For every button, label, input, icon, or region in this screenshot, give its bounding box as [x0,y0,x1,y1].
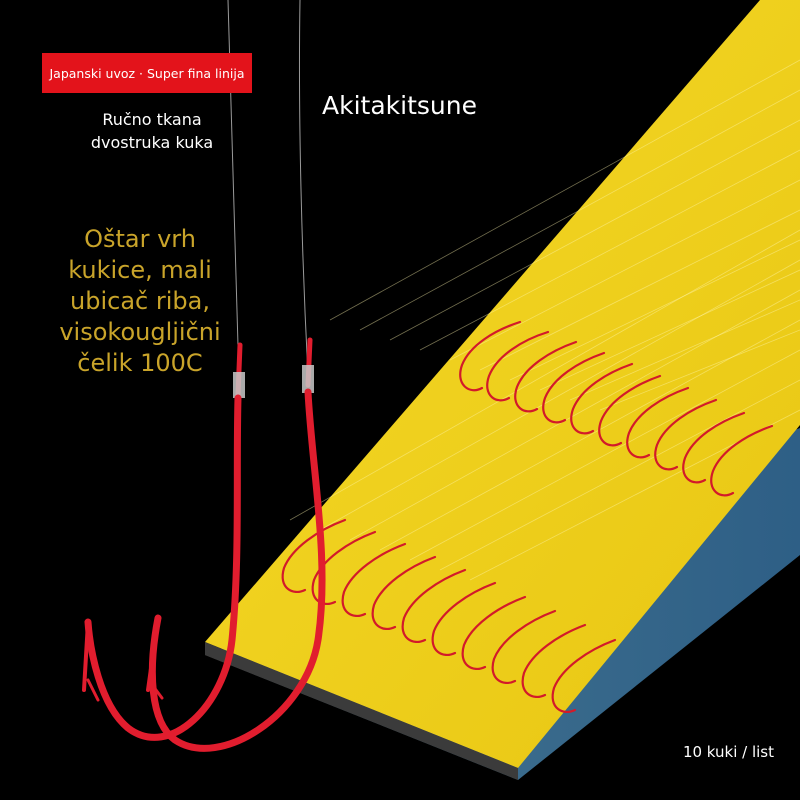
fishing-hook-icon [542,351,606,424]
feature-line: kukice, mali [68,256,212,284]
fishing-hook-icon [281,518,347,594]
fishing-hook-icon [598,374,662,447]
fishing-hook-icon [682,411,746,484]
fishing-hook-icon [401,568,467,644]
subtitle-line: dvostruka kuka [90,133,214,152]
fishing-hook-icon [654,398,718,471]
import-badge: Japanski uvoz · Super fina linija [42,53,252,93]
feature-text: Oštar vrh kukice, mali ubicač riba, viso… [40,224,240,379]
fishing-hook-icon [146,337,326,752]
hook-count: 10 kuki / list [682,743,774,761]
feature-line: visokougljični [59,318,221,346]
hook-row-upper [459,320,774,497]
fishing-hook-icon [491,609,557,685]
import-badge-label: Japanski uvoz · Super fina linija [49,65,245,81]
large-hooks [82,0,326,752]
brand-name: Akitakitsune [322,91,477,120]
feature-line: Oštar vrh [84,225,196,253]
feature-line: ubicač riba, [70,287,210,315]
fishing-hook-icon [431,581,497,657]
fishing-hook-icon [710,424,774,497]
fishing-hook-icon [521,623,587,699]
fishing-hook-icon [371,555,437,631]
fishing-hook-icon [459,320,522,392]
fishing-hook-icon [461,595,527,671]
leader-lines [289,59,800,581]
fishing-hook-icon [570,362,634,435]
fishing-hook-icon [514,340,578,413]
hook-card-board [205,0,800,780]
fishing-hook-icon [486,330,550,402]
fishing-hook-icon [82,342,245,741]
fishing-hook-icon [341,542,407,618]
subtitle-line: Ručno tkana [102,110,202,129]
fishing-hook-icon [626,386,690,459]
subtitle: Ručno tkana dvostruka kuka [52,108,252,154]
fishing-hook-icon [551,638,617,714]
feature-line: čelik 100C [77,349,203,377]
